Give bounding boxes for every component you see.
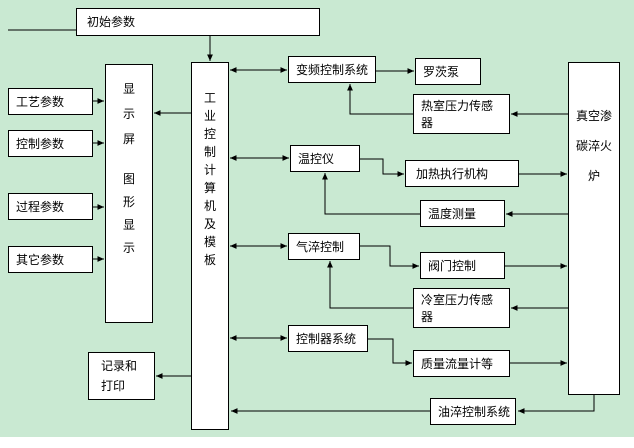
- bottom-margin: [0, 437, 634, 448]
- node-hot-chamber-pressure-sensor: 热室压力传感器: [413, 94, 510, 134]
- node-craft-params: 工艺参数: [8, 88, 93, 115]
- arrow-controller-system-to-flow-meter: [368, 338, 412, 366]
- arrow-temp-controller-to-heating-actuator: [360, 158, 404, 177]
- industrial-computer-label: 工业控制计算机及模板: [203, 91, 216, 267]
- node-record-print: 记录和打印: [88, 352, 155, 400]
- node-display-screen: 显示屏 图形显示: [105, 64, 153, 323]
- arrow-hot-sensor-to-vfd: [347, 84, 413, 115]
- furnace-label: 真空渗碳淬火炉: [575, 109, 612, 183]
- node-cold-chamber-pressure-sensor: 冷室压力传感器: [413, 288, 510, 328]
- node-control-params: 控制参数: [8, 130, 93, 157]
- arrow-gas-quench-to-valve: [360, 245, 419, 269]
- arrow-temp-measurement-to-temp-controller: [322, 173, 420, 215]
- node-process-params: 过程参数: [8, 193, 93, 220]
- node-controller-system: 控制器系统: [288, 325, 368, 352]
- node-industrial-computer: 工业控制计算机及模板: [191, 62, 229, 430]
- node-roots-pump: 罗茨泵: [415, 58, 481, 85]
- node-oil-quench-system: 油淬控制系统: [430, 398, 516, 425]
- node-other-params: 其它参数: [8, 246, 93, 273]
- node-gas-quench-control: 气淬控制: [288, 233, 360, 260]
- node-heating-actuator: 加热执行机构: [405, 160, 519, 187]
- display-screen-label: 显示屏: [122, 82, 135, 146]
- node-valve-control: 阀门控制: [420, 252, 505, 279]
- arrow-cold-sensor-to-gas-quench: [327, 261, 413, 309]
- arrow-furnace-to-oil-quench: [518, 395, 595, 414]
- node-furnace: 真空渗碳淬火炉: [568, 62, 620, 395]
- node-initial-params: 初始参数: [76, 8, 320, 36]
- node-temp-measurement: 温度测量: [420, 200, 505, 227]
- node-vfd-system: 变频控制系统: [288, 56, 376, 83]
- node-temp-controller: 温控仪: [290, 145, 360, 172]
- graphic-display-label: 图形显示: [122, 172, 135, 255]
- node-mass-flow-meters: 质量流量计等: [413, 350, 510, 377]
